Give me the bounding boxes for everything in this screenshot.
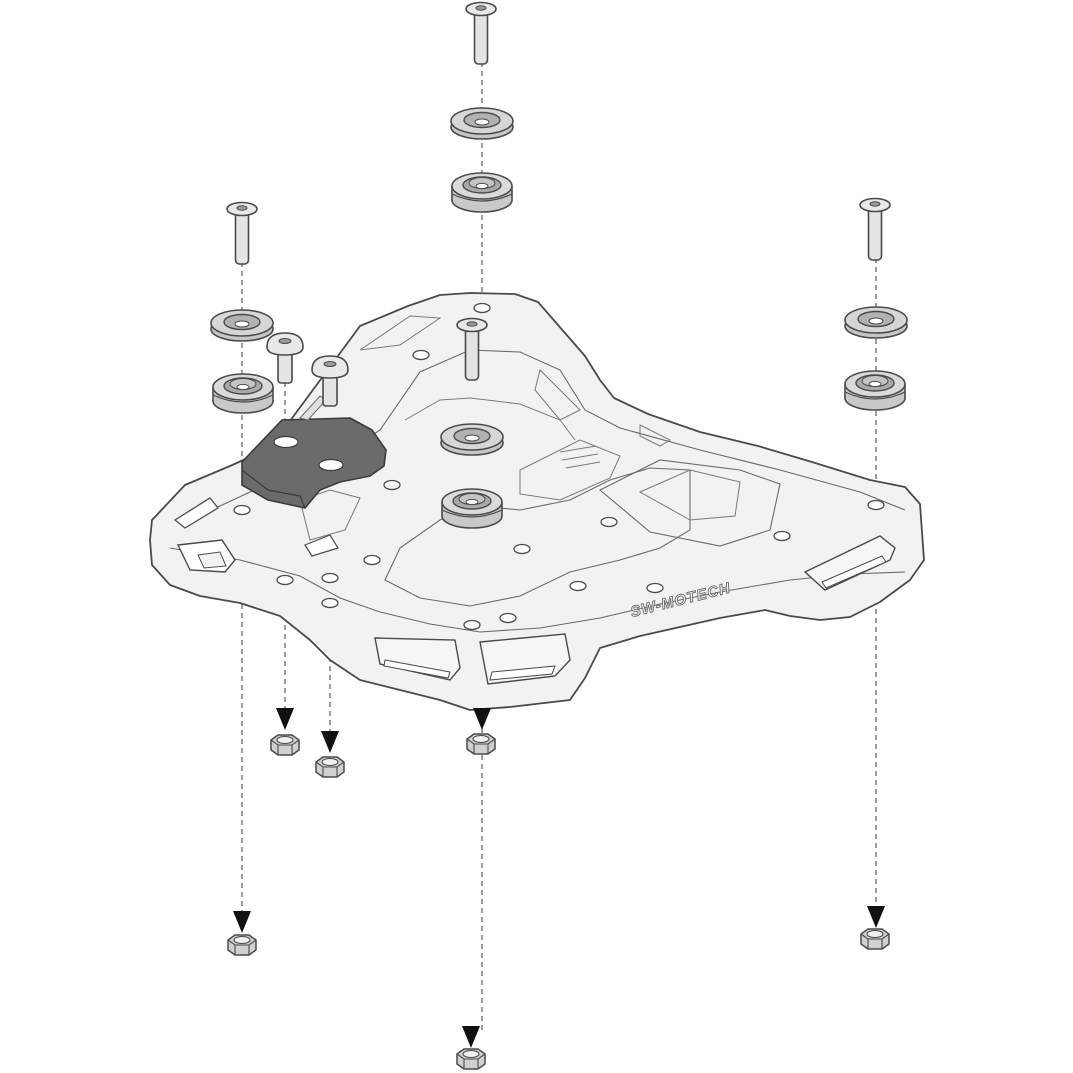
nut-bracket-1	[270, 734, 300, 756]
right-grommet	[844, 370, 906, 411]
mounting-bracket	[241, 395, 387, 509]
left-washer	[210, 309, 274, 342]
right-washer	[844, 306, 908, 339]
luggage-rack-plate: SW-MOTECH	[149, 292, 925, 711]
center-grommet-top	[451, 172, 513, 213]
left-grommet	[212, 373, 274, 414]
nut-left	[227, 934, 257, 956]
center-washer-top	[450, 107, 514, 140]
center-washer-plate	[440, 423, 504, 456]
nut-right	[860, 928, 890, 950]
nut-bracket-2	[315, 756, 345, 778]
nut-center-plate	[466, 733, 496, 755]
nut-center-bottom	[456, 1048, 486, 1070]
center-grommet-plate	[441, 488, 503, 529]
